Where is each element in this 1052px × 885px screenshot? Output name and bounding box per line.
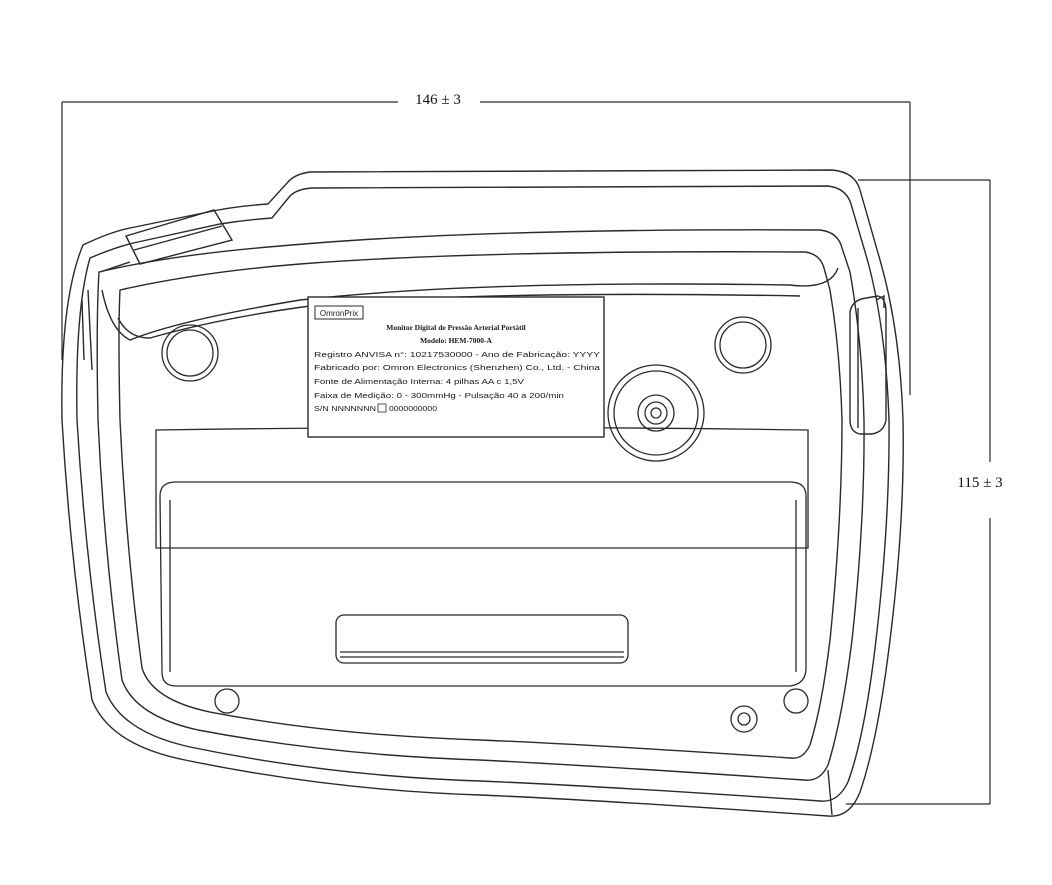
screw — [730, 705, 758, 733]
device-housing — [61, 169, 904, 817]
bottom-pin-right — [783, 688, 809, 714]
rubber-foot-right — [714, 316, 772, 374]
label-line-3: Registro ANVISA n°: 10217530000 - Ano de… — [314, 351, 600, 359]
battery-cover-latch — [335, 614, 629, 664]
height-dimension — [846, 179, 991, 805]
height-dimension-label: 115 ± 3 — [957, 475, 1002, 491]
label-serial: S/N NNNNNNN — [314, 406, 376, 413]
label-line-4: Fabricado por: Omron Electronics (Shenzh… — [314, 365, 600, 372]
label-brand: OmronPrix — [320, 309, 358, 318]
label-line-5: Fonte de Alimentação Interna: 4 pilhas A… — [314, 379, 524, 386]
label-line-2: Modelo: HEM-7000-A — [420, 336, 492, 345]
label-lot: 0000000000 — [389, 406, 437, 413]
air-connector — [607, 364, 705, 462]
label-line-1: Monitor Digital de Pressão Arterial Port… — [386, 323, 525, 332]
width-dimension — [61, 101, 911, 395]
label-plate: OmronPrix Monitor Digital de Pressão Art… — [307, 296, 605, 438]
label-line-6: Faixa de Medição: 0 - 300mmHg - Pulsação… — [314, 393, 564, 400]
bottom-pin-left — [214, 688, 240, 714]
rubber-foot-left — [161, 324, 219, 382]
width-dimension-label: 146 ± 3 — [415, 92, 461, 108]
battery-compartment — [155, 426, 809, 687]
